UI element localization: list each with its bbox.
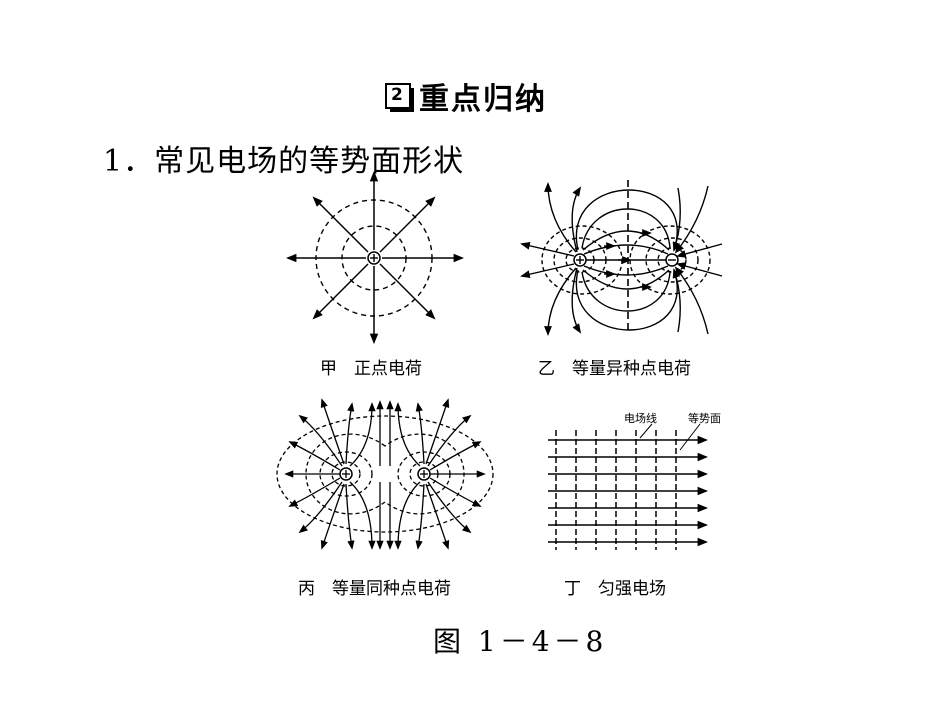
caption-like-charges: 丙 等量同种点电荷 xyxy=(298,579,451,599)
section-title: 重点归纳 xyxy=(419,82,547,117)
panel-positive-charge xyxy=(285,170,465,345)
panel-uniform-field xyxy=(548,423,709,550)
field-lines xyxy=(284,398,486,550)
caption-uniform-field: 丁 匀强电场 xyxy=(564,579,666,599)
caption-opposite-charges: 乙 等量异种点电荷 xyxy=(538,359,691,379)
figure-label: 图 1－4－8 xyxy=(433,625,608,658)
uniform-field-lines xyxy=(548,435,709,547)
field-lines xyxy=(520,182,723,336)
equipotential-lines xyxy=(555,430,677,550)
field-lines xyxy=(285,170,465,345)
equipotential-label: 等势面 xyxy=(688,412,721,425)
section-heading: 2 重点归纳 xyxy=(385,76,547,117)
panel-like-charges xyxy=(276,398,494,550)
section-number-badge: 2 xyxy=(385,83,414,112)
panel-opposite-charges xyxy=(520,180,723,336)
field-line-label: 电场线 xyxy=(624,412,657,425)
equipotential-rings xyxy=(276,415,494,533)
subtitle: 1．常见电场的等势面形状 xyxy=(103,144,465,179)
field-line-pointer xyxy=(639,423,653,439)
equipotential-pointer xyxy=(679,423,701,451)
caption-positive-charge: 甲 正点电荷 xyxy=(320,359,422,379)
